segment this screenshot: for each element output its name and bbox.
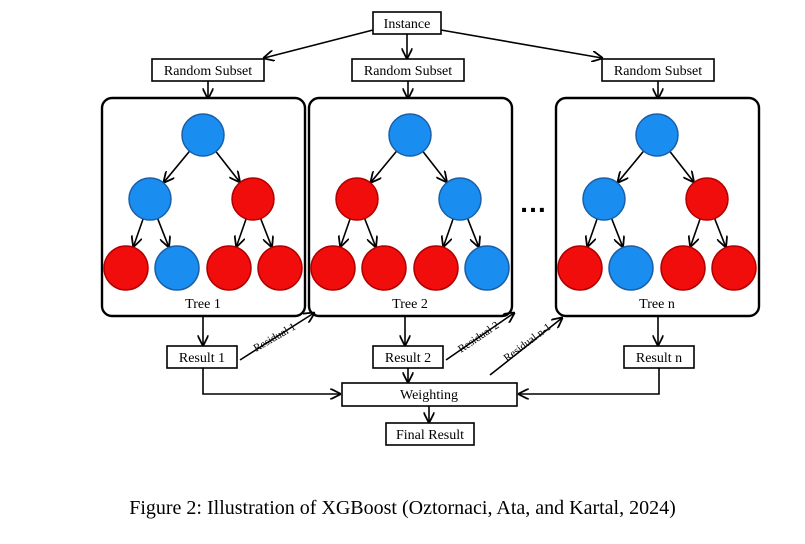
residual-label-2: Residual 2 — [456, 319, 501, 355]
tree-3-edge-3 — [588, 218, 598, 246]
tree-2-edge-5 — [444, 218, 454, 246]
result-label-2: Result 2 — [385, 351, 431, 366]
tree-3-node-3-red — [685, 177, 729, 221]
tree-3-edge-2 — [669, 151, 694, 182]
tree-1-node-4-red — [103, 245, 149, 291]
tree-3-node-5-blue — [608, 245, 654, 291]
tree-1-edge-6 — [259, 218, 272, 247]
tree-1-edge-1 — [164, 150, 191, 182]
tree-2-node-5-red — [361, 245, 407, 291]
tree-3-node-2-blue — [582, 177, 626, 221]
figure-caption: Figure 2: Illustration of XGBoost (Oztor… — [129, 497, 676, 519]
tree-2-node-1-blue — [388, 113, 432, 157]
result-label-1: Result 1 — [179, 351, 225, 366]
tree-1-edge-2 — [215, 151, 240, 182]
tree-2-node-7-blue — [464, 245, 510, 291]
tree-2-node-3-blue — [438, 177, 482, 221]
arrow-result1-weighting — [202, 368, 340, 394]
tree-2-edge-2 — [422, 151, 447, 182]
residual-arrow-1 — [239, 313, 314, 361]
subset-label-2: Random Subset — [364, 64, 452, 79]
tree-3-edge-4 — [610, 218, 623, 247]
tree-label-n: Tree n — [639, 297, 675, 312]
tree-1-node-5-blue — [154, 245, 200, 291]
tree-2-edge-3 — [341, 218, 351, 246]
tree-1-node-2-blue — [128, 177, 172, 221]
subset-label-1: Random Subset — [164, 64, 252, 79]
tree-label-2: Tree 2 — [392, 297, 428, 312]
tree-2-edge-1 — [371, 150, 398, 182]
tree-1-node-7-red — [257, 245, 303, 291]
tree-3-node-1-blue — [635, 113, 679, 157]
tree-2-edge-6 — [466, 218, 479, 247]
tree-1-node-1-blue — [181, 113, 225, 157]
tree-2-node-6-red — [413, 245, 459, 291]
arrow-instance-subset-n — [440, 29, 602, 58]
tree-1-edge-4 — [156, 218, 169, 247]
subset-label-n: Random Subset — [614, 64, 702, 79]
tree-1-edge-3 — [134, 218, 144, 246]
tree-1-node-3-red — [231, 177, 275, 221]
arrow-resultn-weighting — [519, 368, 660, 394]
tree-panel-2 — [307, 96, 514, 318]
residual-label-1: Residual 1 — [252, 321, 298, 355]
residual-arrow-2 — [445, 313, 514, 361]
tree-3-node-7-red — [711, 245, 757, 291]
arrow-instance-subset-1 — [264, 29, 374, 58]
tree-3-edge-6 — [713, 218, 726, 247]
ellipsis: … — [519, 187, 547, 218]
tree-3-node-6-red — [660, 245, 706, 291]
tree-label-1: Tree 1 — [185, 297, 221, 312]
tree-1-edge-5 — [237, 218, 247, 246]
tree-2-edge-4 — [363, 218, 376, 247]
tree-1-node-6-red — [206, 245, 252, 291]
tree-2-node-2-red — [335, 177, 379, 221]
residual-label-n: Residual n-1 — [502, 321, 554, 364]
residual-arrow-n — [489, 318, 562, 376]
instance-label: Instance — [384, 17, 431, 32]
result-box-1 — [166, 345, 238, 369]
final-result-label: Final Result — [396, 428, 464, 443]
tree-3-edge-1 — [618, 150, 645, 182]
tree-3-edge-5 — [691, 218, 701, 246]
weighting-label: Weighting — [400, 388, 458, 403]
final-result-box — [385, 422, 475, 446]
tree-2-node-4-red — [310, 245, 356, 291]
result-label-n: Result n — [636, 351, 682, 366]
trees-layer — [103, 113, 757, 291]
tree-3-node-4-red — [557, 245, 603, 291]
